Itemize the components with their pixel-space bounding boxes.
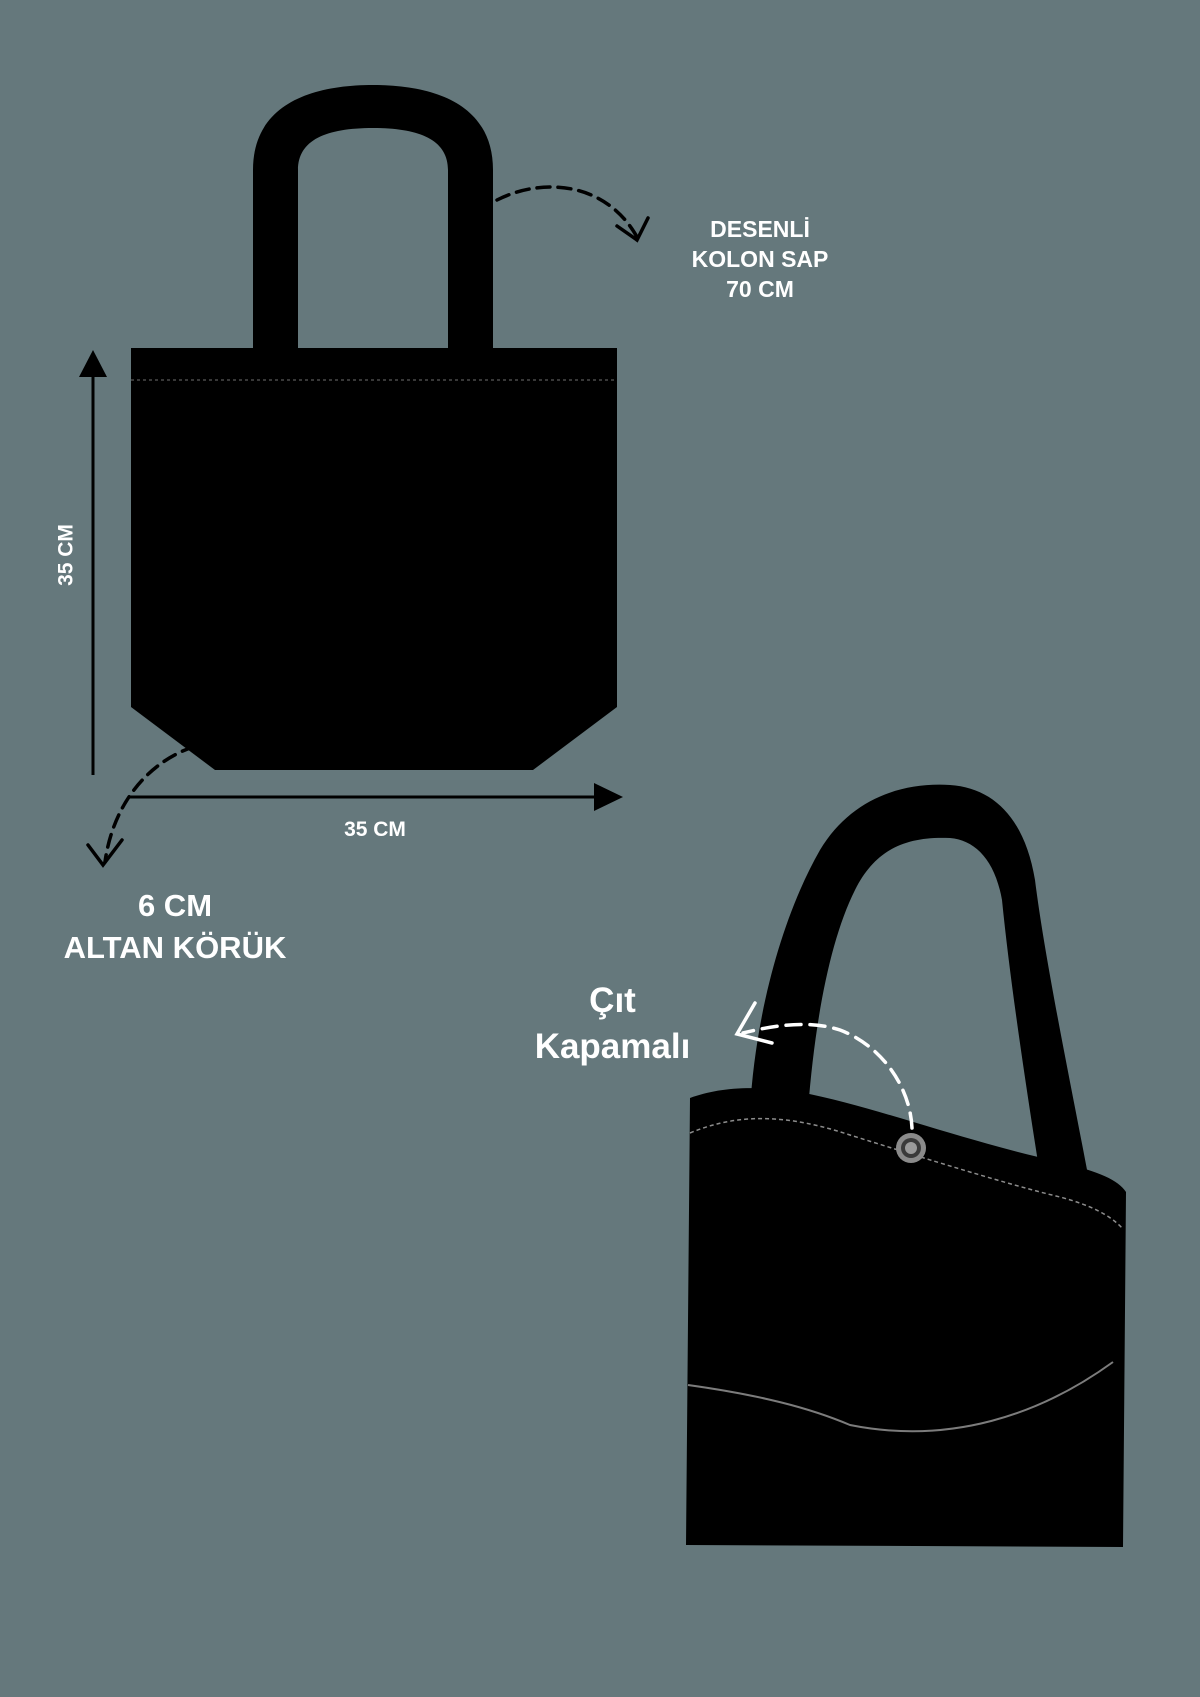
- handle-label: DESENLİ KOLON SAP 70 CM: [640, 215, 880, 305]
- width-label: 35 CM: [344, 818, 406, 841]
- closure-label-line-1: Çıt: [589, 981, 636, 1020]
- closure-callout-arrow: [734, 1001, 914, 1130]
- gusset-label-line-2: ALTAN KÖRÜK: [63, 929, 287, 965]
- height-label: 35 CM: [54, 524, 78, 586]
- width-dimension-arrow: [128, 783, 623, 811]
- handle-label-line-1: DESENLİ: [710, 216, 810, 242]
- side-bag-top-stitch: [689, 1117, 1123, 1229]
- side-bag-handle: [750, 784, 1088, 1175]
- handle-label-line-2: KOLON SAP: [691, 245, 829, 272]
- closure-label: Çıt Kapamalı: [500, 978, 725, 1070]
- height-dimension-arrow: [79, 350, 107, 775]
- gusset-label: 6 CM ALTAN KÖRÜK: [30, 885, 320, 969]
- side-bag-body: [686, 1088, 1126, 1547]
- flat-bag-handle: [253, 85, 493, 348]
- closure-label-line-2: Kapamalı: [534, 1027, 691, 1067]
- side-bag-pocket-seam: [687, 1361, 1114, 1433]
- snap-button-icon: [896, 1133, 926, 1163]
- flat-bag-body: [131, 348, 617, 770]
- gusset-callout-arrow: [86, 740, 217, 868]
- side-bag-illustration: [686, 784, 1126, 1547]
- gusset-label-line-1: 6 CM: [137, 888, 213, 923]
- handle-callout-arrow: [495, 185, 650, 243]
- handle-label-line-3: 70 CM: [726, 275, 794, 302]
- flat-bag-illustration: [131, 85, 617, 770]
